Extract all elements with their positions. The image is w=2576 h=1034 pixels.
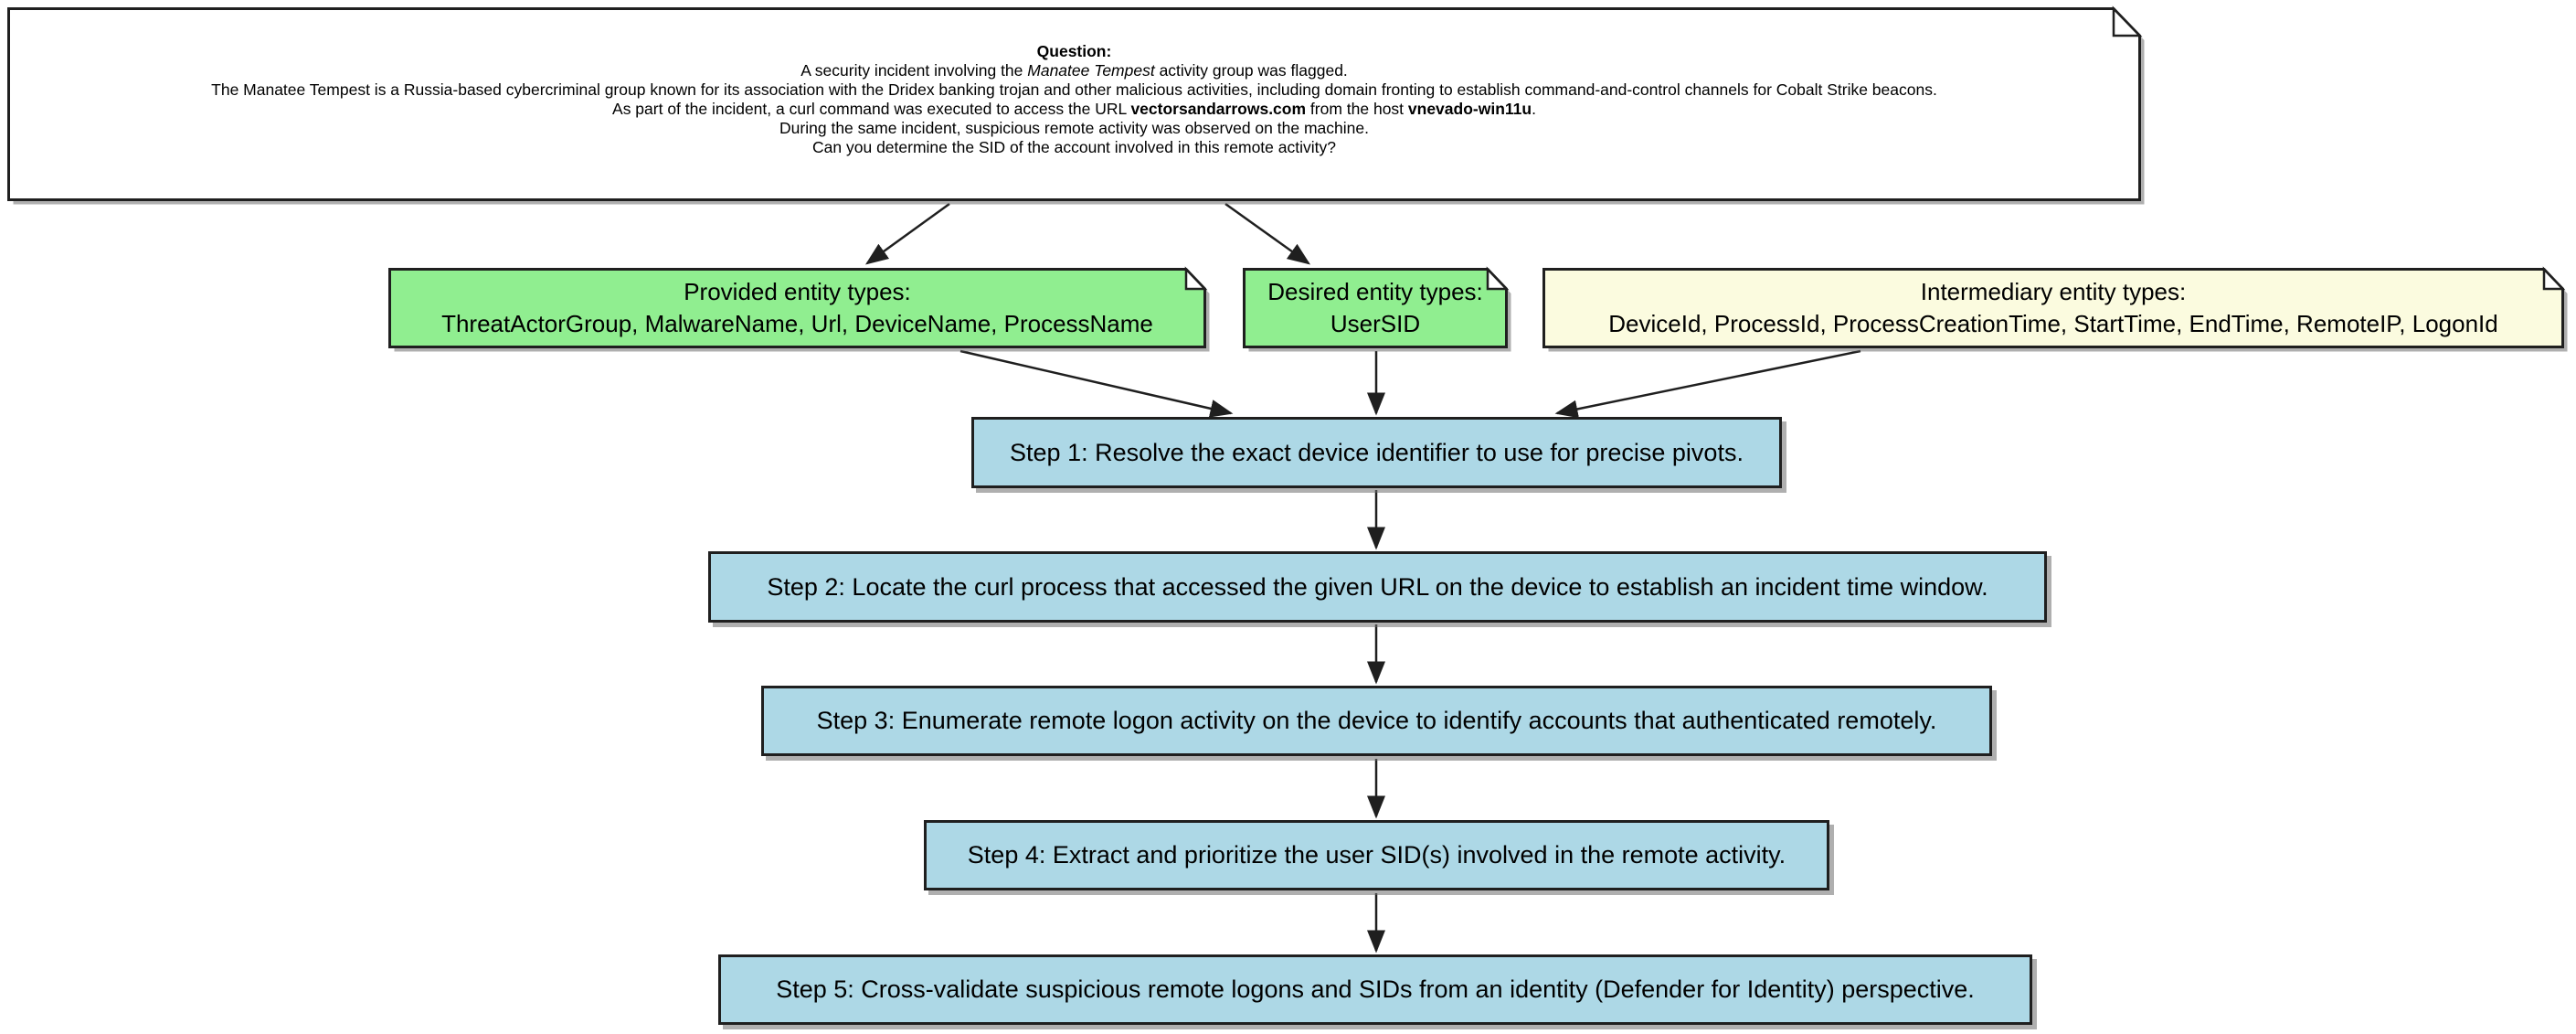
question-line-2: The Manatee Tempest is a Russia-based cy… [211, 80, 1937, 99]
question-note-shape [7, 5, 2145, 205]
step-2-box: Step 2: Locate the curl process that acc… [708, 551, 2047, 623]
question-text: Question: A security incident involving … [7, 7, 2141, 201]
question-title: Question: [1036, 42, 1112, 60]
step-5-label: Step 5: Cross-validate suspicious remote… [776, 975, 1975, 1003]
desired-entities-text: Desired entity types: UserSID [1243, 268, 1508, 348]
note-fold-corner-icon [1486, 266, 1510, 291]
desired-entities-shape [1243, 266, 1511, 352]
host-value: vnevado-win11u [1407, 100, 1532, 118]
step-4-box: Step 4: Extract and prioritize the user … [924, 820, 1829, 890]
intermediary-entities-items: DeviceId, ProcessId, ProcessCreationTime… [1608, 310, 2498, 337]
note-fold-corner-icon [2542, 266, 2566, 291]
question-line-4: During the same incident, suspicious rem… [779, 119, 1369, 137]
note-fold-corner-icon [1184, 266, 1208, 291]
provided-entities-note: Provided entity types: ThreatActorGroup,… [388, 266, 1210, 352]
step-1-label: Step 1: Resolve the exact device identif… [1010, 438, 1744, 466]
provided-entities-text: Provided entity types: ThreatActorGroup,… [388, 268, 1206, 348]
note-fold-corner-icon [2112, 5, 2143, 37]
provided-entities-items: ThreatActorGroup, MalwareName, Url, Devi… [441, 310, 1153, 337]
arrow-question-to-provided [864, 202, 950, 265]
desired-entities-items: UserSID [1330, 310, 1421, 337]
activity-group-name: Manatee Tempest [1027, 61, 1155, 80]
provided-entities-title: Provided entity types: [684, 278, 911, 305]
intermediary-entities-text: Intermediary entity types: DeviceId, Pro… [1542, 268, 2564, 348]
intermediary-entities-shape [1542, 266, 2568, 352]
step-1-box: Step 1: Resolve the exact device identif… [971, 417, 1782, 488]
desired-entities-title: Desired entity types: [1267, 278, 1483, 305]
step-3-label: Step 3: Enumerate remote logon activity … [816, 707, 1937, 734]
question-line-3: As part of the incident, a curl command … [612, 100, 1536, 118]
question-line-5: Can you determine the SID of the account… [812, 138, 1336, 156]
arrow-intermediary-to-step1 [1554, 349, 1861, 419]
url-value: vectorsandarrows.com [1130, 100, 1307, 118]
provided-entities-shape [388, 266, 1210, 352]
question-line-1: A security incident involving the Manate… [800, 61, 1348, 80]
arrow-question-to-desired [1224, 202, 1311, 265]
arrow-provided-to-step1 [959, 349, 1234, 418]
desired-entities-note: Desired entity types: UserSID [1243, 266, 1511, 352]
step-3-box: Step 3: Enumerate remote logon activity … [761, 686, 1992, 756]
step-4-label: Step 4: Extract and prioritize the user … [967, 841, 1786, 869]
intermediary-entities-title: Intermediary entity types: [1920, 278, 2187, 305]
step-5-box: Step 5: Cross-validate suspicious remote… [718, 954, 2032, 1025]
intermediary-entities-note: Intermediary entity types: DeviceId, Pro… [1542, 266, 2568, 352]
step-2-label: Step 2: Locate the curl process that acc… [767, 572, 1988, 601]
question-note: Question: A security incident involving … [7, 5, 2145, 205]
